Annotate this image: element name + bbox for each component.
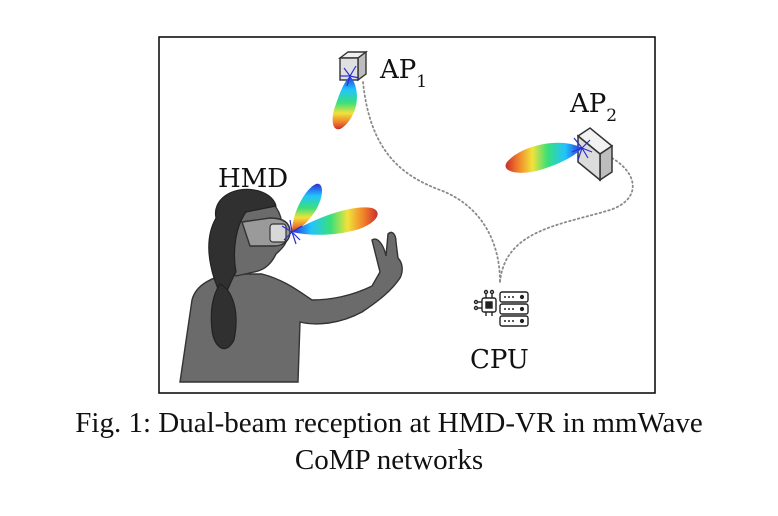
vr-user-figure [179,188,403,383]
cpu-icon [473,289,529,327]
figure-caption: Fig. 1: Dual-beam reception at HMD-VR in… [0,405,778,479]
ap2-beam [505,137,593,173]
link-ap2-cpu [499,157,634,283]
hmd-beams [281,183,378,245]
caption-line-1: Fig. 1: Dual-beam reception at HMD-VR in… [75,407,703,439]
ap1-label: AP1 [379,55,427,92]
ap2-icon [576,127,614,182]
caption-line-2: CoMP networks [294,444,484,476]
ap1-beam [332,65,360,130]
ap2-label: AP2 [569,89,617,126]
figure-frame [158,36,656,394]
hmd-label: HMD [218,164,288,194]
link-ap1-cpu [362,81,501,283]
cpu-label: CPU [470,345,529,375]
ap1-icon [337,50,369,82]
